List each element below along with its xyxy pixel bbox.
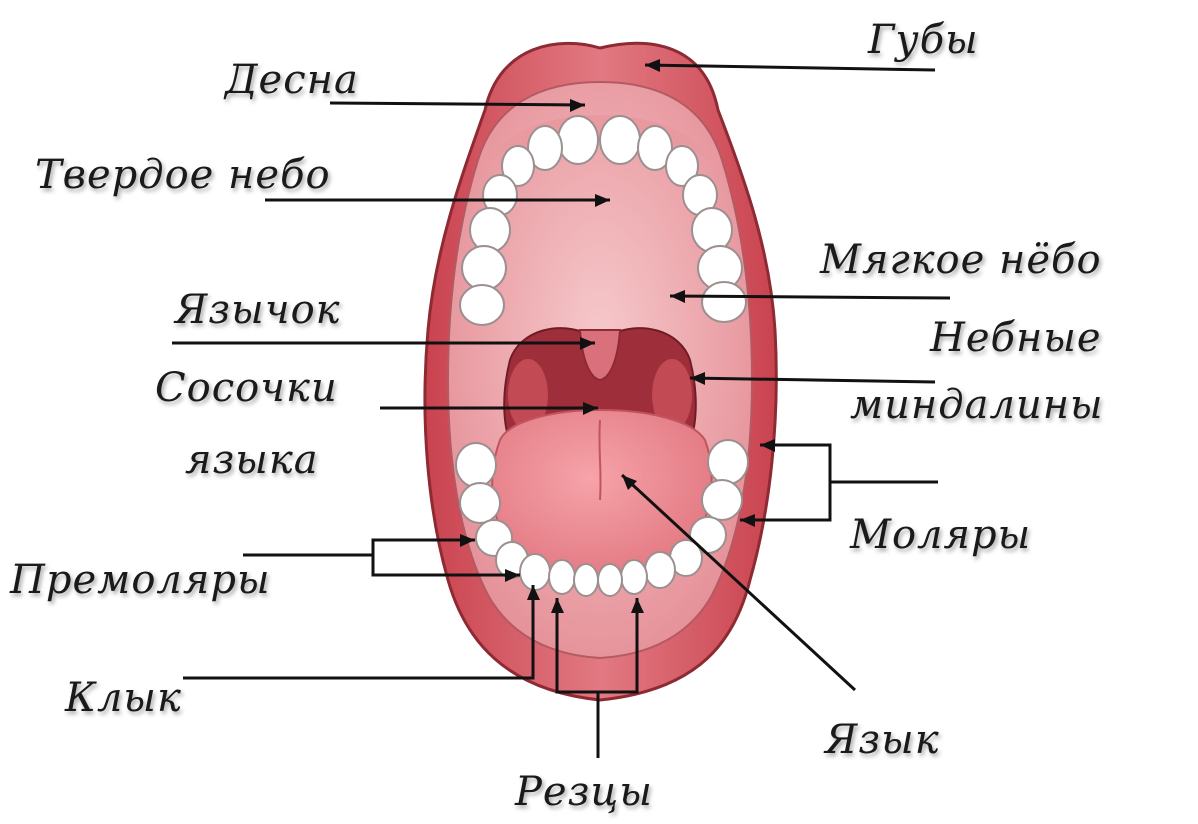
label-uvula: Язычок (175, 290, 341, 330)
label-incisors: Резцы (515, 772, 653, 812)
label-hard-palate: Твердое небо (35, 155, 331, 195)
label-lips: Губы (868, 20, 979, 60)
label-papillae-line1: Сосочки (155, 368, 338, 408)
label-tongue: Язык (825, 720, 940, 760)
leader-soft-palate (670, 296, 950, 298)
label-gums: Десна (225, 60, 359, 100)
label-molars: Моляры (850, 515, 1031, 555)
label-premolars: Премоляры (10, 560, 271, 600)
label-tonsils-line1: Небные (930, 318, 1102, 358)
leader-gums (330, 103, 585, 105)
label-tonsils-line2: миндалины (850, 385, 1104, 425)
label-canine: Клык (65, 678, 182, 718)
label-soft-palate: Мягкое нёбо (820, 240, 1102, 280)
label-papillae-line2: языка (185, 440, 319, 480)
